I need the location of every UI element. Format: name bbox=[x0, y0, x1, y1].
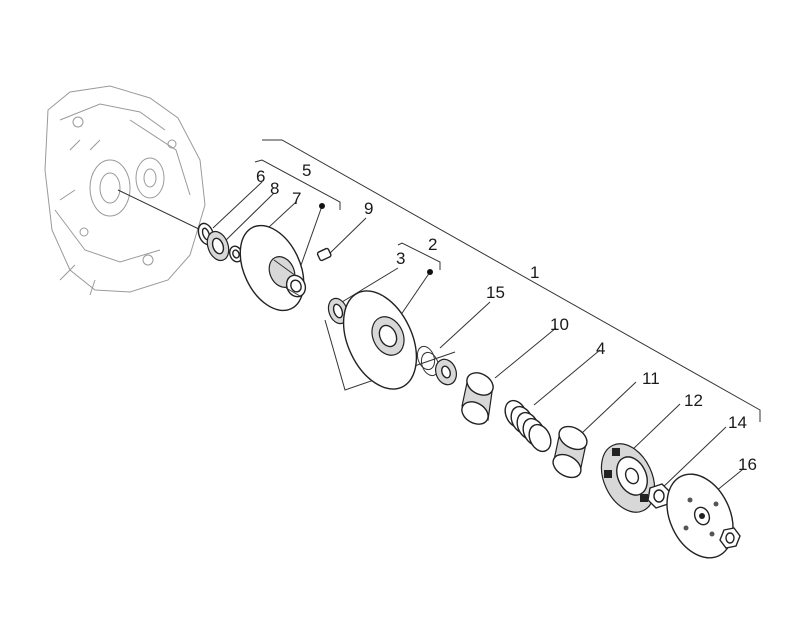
label-5: 5 bbox=[302, 161, 311, 180]
leader-lines bbox=[212, 181, 743, 501]
label-12: 12 bbox=[684, 391, 703, 410]
nut-14 bbox=[647, 483, 671, 509]
marker-dot bbox=[427, 269, 433, 275]
label-3: 3 bbox=[396, 249, 405, 268]
label-7: 7 bbox=[292, 189, 301, 208]
movable-pulley-2 bbox=[342, 290, 418, 390]
ring-3 bbox=[327, 297, 349, 325]
label-4: 4 bbox=[596, 339, 605, 358]
crankcase-housing bbox=[44, 85, 206, 296]
bearing-small bbox=[435, 358, 457, 386]
label-11: 11 bbox=[642, 369, 660, 388]
label-10: 10 bbox=[550, 315, 569, 334]
bracket-assembly-2 bbox=[397, 242, 441, 270]
label-8: 8 bbox=[270, 179, 279, 198]
bracket-assembly-5 bbox=[254, 159, 341, 210]
clutch-12 bbox=[600, 443, 656, 513]
pin-9 bbox=[316, 247, 332, 262]
shaft-axis bbox=[117, 189, 206, 233]
label-6: 6 bbox=[256, 167, 265, 186]
clutch-bell-16 bbox=[666, 473, 734, 559]
bearing-8 bbox=[206, 230, 230, 262]
bushing-7 bbox=[229, 245, 243, 263]
fixed-pulley-5 bbox=[239, 224, 307, 312]
spring-4 bbox=[504, 399, 552, 453]
marker-dot bbox=[319, 203, 325, 209]
o-ring-15 bbox=[416, 345, 440, 377]
label-1: 1 bbox=[530, 263, 539, 282]
label-2: 2 bbox=[428, 235, 437, 254]
label-15: 15 bbox=[486, 283, 505, 302]
label-9: 9 bbox=[364, 199, 373, 218]
sleeve-10 bbox=[461, 372, 494, 425]
bracket-assembly-1 bbox=[262, 139, 761, 422]
label-14: 14 bbox=[728, 413, 747, 432]
label-16: 16 bbox=[738, 455, 757, 474]
washer-nut-end bbox=[719, 527, 741, 549]
sleeve-11 bbox=[552, 425, 588, 479]
